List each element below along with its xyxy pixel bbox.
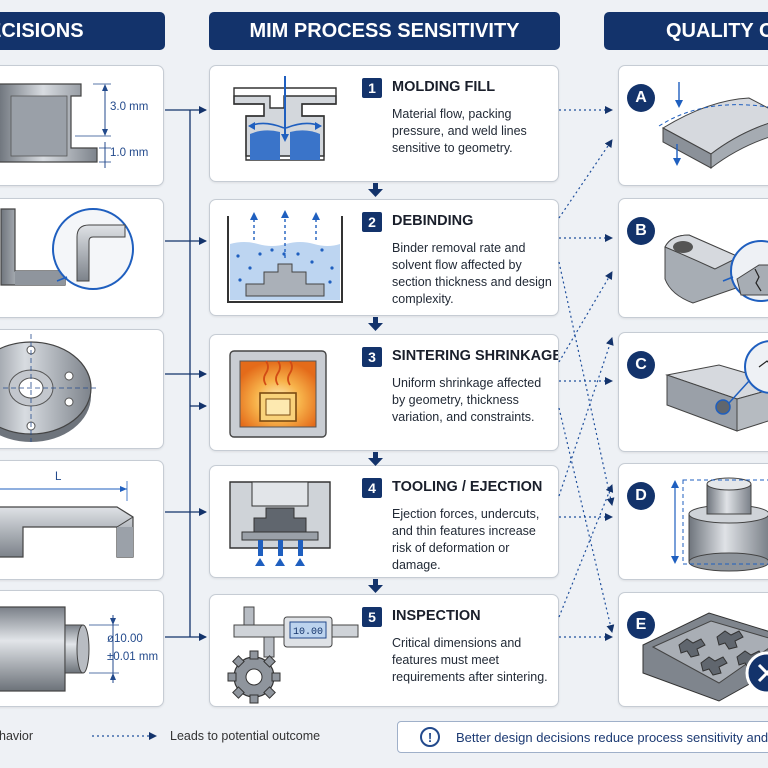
channel-profile-illustration: [0, 481, 134, 558]
step-title-tooling: TOOLING / EJECTION: [392, 479, 543, 495]
caliper-reading: 10.00: [293, 627, 323, 638]
header-process-sensitivity: MIM PROCESS SENSITIVITY: [209, 12, 560, 50]
outcome-badge-c: C: [627, 351, 655, 379]
outcome-badge-e: E: [627, 611, 655, 639]
caliper-gear-illustration: 10.00: [227, 606, 359, 704]
step-desc-sintering: Uniform shrinkage affected by geometry, …: [392, 376, 542, 424]
step-number-2: 2: [362, 212, 382, 232]
outcome-card-b-cracking: B: [618, 198, 768, 318]
outcome-badge-a: A: [627, 84, 655, 112]
legend-dotted-label: Leads to potential outcome: [170, 729, 321, 743]
step-title-inspection: INSPECTION: [392, 608, 481, 624]
info-icon: !: [420, 727, 440, 747]
parts-tray-illustration: [642, 612, 768, 702]
l-bracket-illustration: [0, 208, 134, 290]
design-note-text: Better design decisions reduce process s…: [456, 729, 768, 745]
header-design-decisions: ECISIONS: [0, 12, 165, 50]
header-right-text: QUALITY O: [666, 19, 768, 42]
ejection-tool-illustration: [229, 481, 331, 566]
outcome-lines: [558, 106, 615, 641]
process-card-debinding: 2 DEBINDING Binder removal rate and solv…: [209, 199, 559, 316]
step-desc-debinding: Binder removal rate and solvent flow aff…: [392, 241, 552, 306]
header-quality-outcomes: QUALITY O: [604, 12, 768, 50]
stepped-cylinder-illustration: [671, 477, 768, 572]
dim-tolerance: ±0.01 mm: [107, 651, 159, 663]
debinding-bath-illustration: [227, 210, 343, 303]
warped-plate-illustration: [658, 82, 768, 170]
outcome-badge-b: B: [627, 217, 655, 245]
step-title-sintering: SINTERING SHRINKAGE: [392, 348, 559, 364]
mold-flow-illustration: [233, 76, 337, 161]
influence-lines: [165, 106, 207, 641]
stepped-bushing-illustration: [0, 83, 111, 168]
outcome-card-a-warpage: A: [618, 65, 768, 186]
stepped-shaft-illustration: [0, 606, 119, 692]
flange-illustration: [0, 334, 99, 442]
dim-thickness-3mm: 3.0 mm: [110, 101, 149, 113]
process-card-sintering: 3 SINTERING SHRINKAGE Uniform shrinkage …: [209, 334, 559, 451]
design-note-banner: ! Better design decisions reduce process…: [397, 721, 768, 753]
step-number-4: 4: [362, 478, 382, 498]
process-card-tooling-ejection: 4 TOOLING / EJECTION Ejection forces, un…: [209, 465, 559, 578]
process-card-inspection: 10.00 5 INSPECTION Critical dimensions a…: [209, 594, 559, 707]
step-number-1: 1: [362, 78, 382, 98]
design-card-flange-holes: [0, 329, 164, 449]
step-desc-inspection: Critical dimensions and features must me…: [392, 636, 548, 684]
step-desc-molding-fill: Material flow, packing pressure, and wel…: [392, 107, 527, 155]
header-left-text: ECISIONS: [0, 19, 84, 42]
design-card-wall-thickness: 3.0 mm 1.0 mm: [0, 65, 164, 186]
outcome-card-c-defect: C: [618, 332, 768, 452]
design-card-sharp-corner: [0, 198, 164, 318]
step-number-5: 5: [362, 607, 382, 627]
block-defect-illustration: [665, 340, 768, 432]
design-card-long-span: L: [0, 460, 164, 580]
step-desc-tooling: Ejection forces, undercuts, and thin fea…: [392, 507, 540, 572]
process-card-molding-fill: 1 MOLDING FILL Material flow, packing pr…: [209, 65, 559, 182]
dim-length-label: L: [55, 471, 62, 483]
dim-thickness-1mm: 1.0 mm: [110, 147, 149, 159]
outcome-card-d-dimensional: D: [618, 463, 768, 580]
legend-solid-label: havior: [0, 729, 34, 743]
outcome-badge-d: D: [627, 482, 655, 510]
sintering-furnace-illustration: [229, 350, 327, 438]
step-title-debinding: DEBINDING: [392, 213, 474, 229]
design-card-tight-tolerance: ø10.00 ±0.01 mm: [0, 590, 164, 707]
header-middle-text: MIM PROCESS SENSITIVITY: [249, 19, 520, 42]
outcome-card-e-handling: E: [618, 592, 768, 707]
cracked-bracket-illustration: [664, 234, 768, 304]
step-number-3: 3: [362, 347, 382, 367]
step-title-molding-fill: MOLDING FILL: [392, 79, 496, 95]
dim-diameter: ø10.00: [107, 633, 143, 645]
